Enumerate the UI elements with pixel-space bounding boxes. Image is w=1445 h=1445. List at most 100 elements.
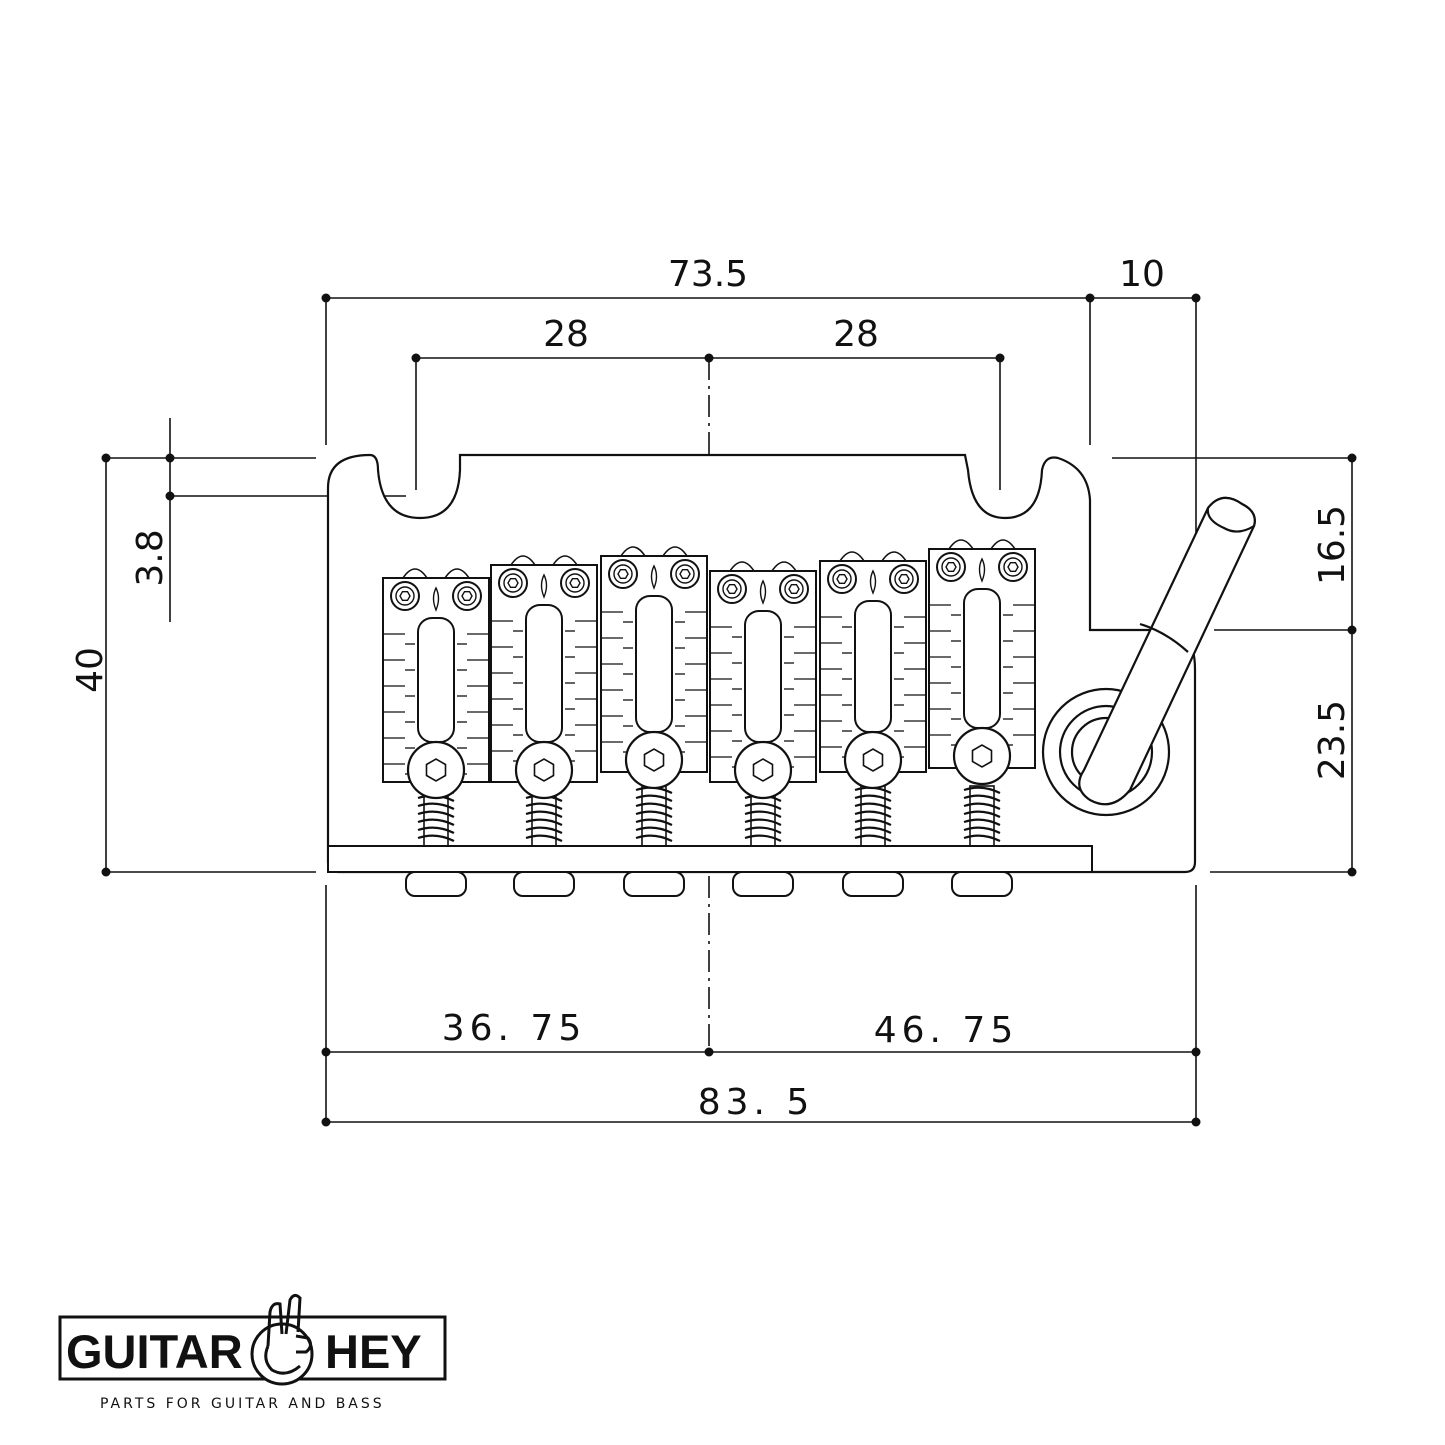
hex-screw-icon bbox=[670, 559, 700, 589]
saddle-nut bbox=[623, 871, 685, 897]
screw-hex bbox=[945, 562, 957, 572]
saddle-ribs bbox=[929, 604, 1035, 746]
brand-logo: GUITAR HEY PARTS FOR GUITAR AND BASS bbox=[58, 1293, 447, 1412]
intonation-screw-hex bbox=[971, 744, 993, 768]
saddle-cap-left bbox=[510, 555, 536, 566]
screw-hex bbox=[679, 569, 691, 579]
saddle-cap-right bbox=[444, 568, 470, 579]
string-groove bbox=[432, 586, 440, 612]
saddle-cap-left bbox=[839, 551, 865, 562]
hex-screw-icon bbox=[779, 574, 809, 604]
saddle-cap-right bbox=[771, 561, 797, 572]
saddle-ribs bbox=[383, 633, 489, 775]
saddle-6 bbox=[928, 539, 1036, 897]
hex-screw-icon bbox=[452, 581, 482, 611]
saddle-ribs bbox=[710, 626, 816, 768]
saddle-2 bbox=[490, 555, 598, 897]
saddle-cap-left bbox=[402, 568, 428, 579]
spring-coil bbox=[963, 786, 1001, 794]
saddle-cap-left bbox=[729, 561, 755, 572]
spring-coil bbox=[744, 834, 782, 842]
spring-coil bbox=[744, 826, 782, 834]
saddle-3 bbox=[600, 546, 708, 897]
spring-coil bbox=[417, 810, 455, 818]
hex-screw-icon bbox=[936, 552, 966, 582]
spring-coil bbox=[635, 818, 673, 826]
dim-bottom-overall: 83. 5 bbox=[698, 1082, 815, 1123]
spring-coil bbox=[417, 818, 455, 826]
spring-coil bbox=[963, 810, 1001, 818]
dim-left-height: 40 bbox=[70, 647, 111, 693]
spring-coil bbox=[744, 810, 782, 818]
saddle-cap-right bbox=[662, 546, 688, 557]
spring-coil bbox=[854, 802, 892, 810]
spring-coil bbox=[417, 826, 455, 834]
spring-coil bbox=[854, 794, 892, 802]
saddles-group bbox=[382, 539, 1036, 897]
saddle-nut bbox=[405, 871, 467, 897]
dim-bottom-left: 36. 75 bbox=[442, 1008, 587, 1049]
screw-hex bbox=[617, 569, 629, 579]
saddle-nut bbox=[513, 871, 575, 897]
saddle-cap-left bbox=[620, 546, 646, 557]
dim-notch-depth: 3.8 bbox=[130, 529, 171, 586]
spring-coil bbox=[854, 810, 892, 818]
dim-bottom-right: 46. 75 bbox=[874, 1010, 1019, 1051]
saddle-cap-left bbox=[948, 539, 974, 550]
screw-hex bbox=[461, 591, 473, 601]
screw-hex bbox=[507, 578, 519, 588]
spring-coil bbox=[963, 826, 1001, 834]
spring-coil bbox=[635, 794, 673, 802]
saddle-slot bbox=[963, 588, 1001, 729]
spring-coil bbox=[854, 818, 892, 826]
string-groove bbox=[759, 579, 767, 605]
screw-hex bbox=[1007, 562, 1019, 572]
tremolo-arm bbox=[1041, 496, 1256, 817]
spring-coil bbox=[525, 834, 563, 842]
intonation-screw-hex bbox=[533, 758, 555, 782]
spring-coil bbox=[963, 818, 1001, 826]
string-groove bbox=[540, 573, 548, 599]
saddle-nut bbox=[951, 871, 1013, 897]
saddle-nut bbox=[732, 871, 794, 897]
spring-coil bbox=[525, 818, 563, 826]
dim-arm-offset: 10 bbox=[1119, 254, 1165, 295]
spring-coil bbox=[525, 810, 563, 818]
spring-coil bbox=[635, 810, 673, 818]
saddle-slot bbox=[417, 617, 455, 743]
hex-screw-icon bbox=[560, 568, 590, 598]
saddle-slot bbox=[744, 610, 782, 743]
spring-coil bbox=[417, 802, 455, 810]
dim-spacing-left: 28 bbox=[543, 314, 589, 355]
saddle-cap-right bbox=[552, 555, 578, 566]
hex-screw-icon bbox=[998, 552, 1028, 582]
screw-hex bbox=[898, 574, 910, 584]
dim-right-lower: 23.5 bbox=[1312, 700, 1353, 780]
intonation-screw-hex bbox=[643, 748, 665, 772]
dim-spacing-right: 28 bbox=[833, 314, 879, 355]
saddle-4 bbox=[709, 561, 817, 897]
intonation-screw-hex bbox=[425, 758, 447, 782]
screw-hex bbox=[788, 584, 800, 594]
saddle-1 bbox=[382, 568, 490, 897]
screw-hex bbox=[726, 584, 738, 594]
spring-coil bbox=[854, 834, 892, 842]
dimension-labels: 73.5 10 28 28 3.8 40 16.5 23.5 36. 75 46… bbox=[70, 254, 1353, 1123]
spring-coil bbox=[963, 834, 1001, 842]
intonation-spring bbox=[963, 785, 1001, 847]
spring-coil bbox=[854, 826, 892, 834]
spring-coil bbox=[635, 834, 673, 842]
screw-hex bbox=[836, 574, 848, 584]
screw-hex bbox=[399, 591, 411, 601]
spring-coil bbox=[744, 802, 782, 810]
spring-coil bbox=[744, 818, 782, 826]
hex-screw-icon bbox=[827, 564, 857, 594]
hex-screw-icon bbox=[717, 574, 747, 604]
hex-screw-icon bbox=[608, 559, 638, 589]
spring-coil bbox=[525, 826, 563, 834]
spring-rod bbox=[969, 785, 995, 847]
screw-hex bbox=[569, 578, 581, 588]
spring-coil bbox=[963, 802, 1001, 810]
base-ledge bbox=[327, 845, 1093, 873]
